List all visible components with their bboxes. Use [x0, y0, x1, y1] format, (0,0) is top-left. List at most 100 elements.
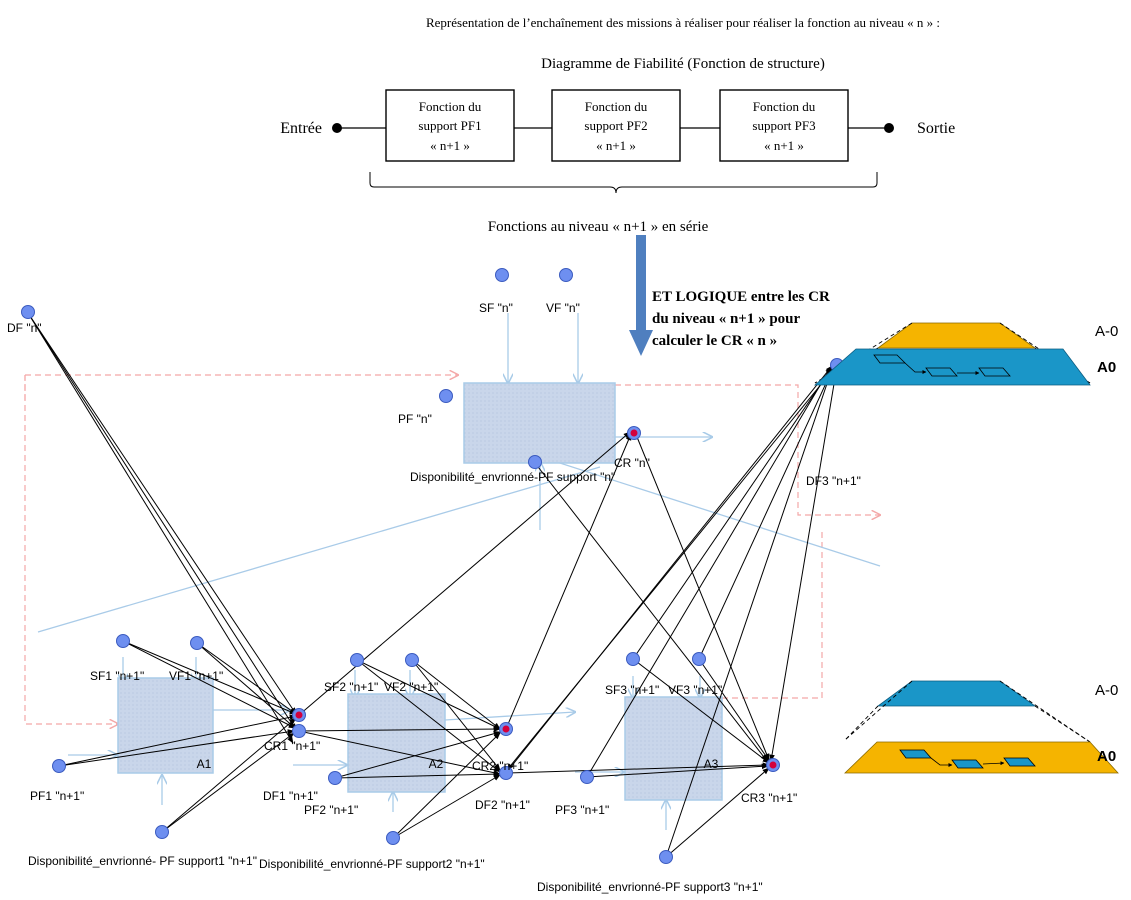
arrow-vf2-df2 [411, 659, 501, 771]
node-df-n [21, 305, 35, 319]
legend-top-upper-label: A-0 [1095, 323, 1118, 340]
legend-top-upper-plane [876, 322, 1037, 349]
arrow-sf3-df3 [632, 367, 833, 660]
legend-top-mini-box-3 [978, 367, 1011, 377]
label-cr1: CR1 "n+1" [264, 739, 320, 753]
pink-dash-top-output [615, 384, 880, 515]
legend-bottom-mini-box-2 [951, 759, 984, 769]
node-support2 [386, 831, 400, 845]
label-sf-n: SF "n" [479, 301, 513, 315]
node-sf1 [116, 634, 130, 648]
label-vf1: VF1 "n+1" [169, 669, 223, 683]
rbd-block-pf1: Fonction du support PF1 « n+1 » [385, 89, 515, 162]
logic-note-line2: du niveau « n+1 » pour [652, 311, 801, 327]
node-sf2 [350, 653, 364, 667]
legend-bottom-lower-label: A0 [1097, 748, 1116, 765]
label-sf2: SF2 "n+1" [324, 680, 378, 694]
label-cr2: CR2 "n+1" [472, 759, 528, 773]
node-pf1 [52, 759, 66, 773]
label-pf2: PF2 "n+1" [304, 803, 358, 817]
label-df3: DF3 "n+1" [806, 474, 861, 488]
legend-bottom: A-0 A0 [844, 680, 1119, 774]
series-brace [369, 172, 878, 194]
rbd-block-pf2-line3: « n+1 » [596, 138, 636, 153]
label-df-n: DF "n" [7, 321, 42, 335]
diag-line-left [37, 466, 601, 633]
rbd-block-pf1-line1: Fonction du [419, 99, 482, 114]
box-a3-label: A3 [704, 757, 719, 771]
arrow-cr1-crn [298, 431, 631, 716]
node-df2 [499, 766, 513, 780]
arrow-cr2-crn [505, 433, 632, 730]
rbd-block-pf3-line3: « n+1 » [764, 138, 804, 153]
legend-bottom-upper-plane [876, 680, 1037, 707]
arrow-dfn-df1 [27, 312, 297, 731]
label-vf-n: VF "n" [546, 301, 580, 315]
arrow-sf1-cr1 [122, 640, 297, 715]
process-box-a3 [624, 696, 723, 801]
nodes [21, 268, 844, 864]
label-df1: DF1 "n+1" [263, 789, 318, 803]
label-sf1: SF1 "n+1" [90, 669, 144, 683]
node-pf2 [328, 771, 342, 785]
arrow-pf1-cr1 [58, 714, 297, 767]
pink-dashed-flows [24, 375, 880, 724]
label-pf-n: PF "n" [398, 412, 432, 426]
arrow-dfn-extra [27, 312, 294, 744]
node-support-n [528, 455, 542, 469]
node-pf-n [439, 389, 453, 403]
node-support3 [659, 850, 673, 864]
legend-top-lower-plane [813, 348, 1091, 386]
arrow-sf2-cr2 [356, 659, 501, 730]
rbd-input-terminal [332, 123, 342, 133]
logic-note-line1: ET LOGIQUE entre les CR [652, 289, 830, 305]
label-cr-n: CR "n" [614, 456, 650, 470]
arrow-df3-cr3 [769, 365, 838, 762]
label-pf3: PF3 "n+1" [555, 803, 609, 817]
legend-top-mini-box-1 [873, 354, 906, 364]
node-cr-n-core [630, 429, 638, 437]
label-cr3: CR3 "n+1" [741, 791, 797, 805]
legend-bottom-mini-arrow-2 [982, 761, 1005, 766]
label-support1: Disponibilité_envrionné- PF support1 "n+… [28, 854, 257, 868]
arrow-pf3-df3 [586, 366, 832, 778]
label-pf1: PF1 "n+1" [30, 789, 84, 803]
rbd-block-pf2-frame [551, 89, 681, 162]
arrow-sup2-df2 [392, 774, 501, 839]
arrow-sup2-cr2 [392, 732, 501, 839]
rbd-output-label: Sortie [917, 120, 955, 137]
arrow-sf3-cr3 [632, 658, 770, 764]
pink-dash-to-a1 [24, 375, 118, 724]
legend-top: A-0 A0 [813, 322, 1118, 386]
arrow-df3-df2 [506, 365, 837, 771]
box-a2-label: A2 [429, 757, 444, 771]
rbd-block-pf3-line2: support PF3 [752, 118, 815, 133]
arrow-vf3-df3 [698, 367, 834, 660]
legend-top-mini-arrow-1 [904, 362, 927, 374]
node-pf3 [580, 770, 594, 784]
pink-dash-a3-loop [722, 528, 823, 699]
node-df1 [292, 724, 306, 738]
node-vf3 [692, 652, 706, 666]
arrow-vf3-cr3 [698, 658, 771, 763]
arrow-df1-df2 [298, 730, 501, 776]
arrow-df1-cr2 [298, 726, 501, 732]
big-arrow-shaft [636, 235, 646, 332]
node-cr1-core [295, 711, 303, 719]
big-arrow-head [629, 330, 653, 356]
arrow-sup3-df3 [665, 368, 833, 858]
rbd-block-pf1-frame [385, 89, 515, 162]
rbd-block-pf2-line2: support PF2 [584, 118, 647, 133]
arrow-pf2-df2 [334, 771, 501, 779]
arrow-sup3-cr3 [665, 767, 770, 858]
big-down-arrow [629, 235, 653, 356]
arrow-sup1-cr1 [161, 717, 297, 833]
arrow-sf2-df2 [356, 659, 501, 773]
arrow-pf2-cr2 [334, 730, 501, 779]
page-title: Représentation de l’enchaînement des mis… [426, 15, 940, 30]
rbd-block-pf1-line3: « n+1 » [430, 138, 470, 153]
arrow-crn-cr3 [636, 436, 770, 761]
label-support3: Disponibilité_envrionné-PF support3 "n+1… [537, 880, 763, 894]
legend-bottom-upper-label: A-0 [1095, 682, 1118, 699]
